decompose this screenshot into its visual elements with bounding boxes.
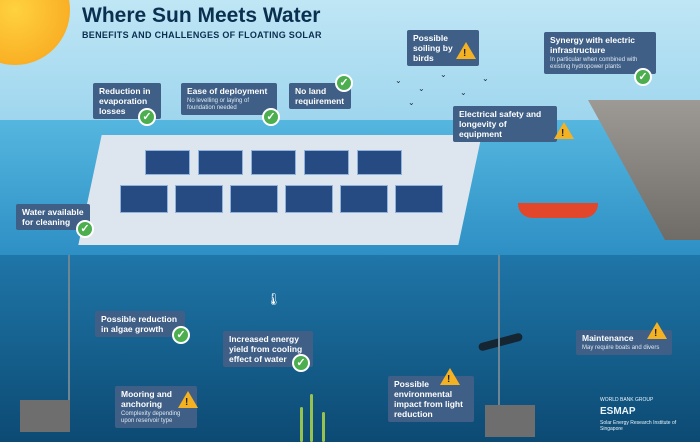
checkmark-icon: ✓ bbox=[292, 354, 310, 372]
card-description: May require boats and divers bbox=[582, 345, 660, 351]
solar-panel bbox=[175, 185, 223, 213]
card-description: No levelling or laying of foundation nee… bbox=[187, 98, 250, 111]
card-title: Possible environmental impact from light… bbox=[394, 379, 463, 419]
card-description: In particular when combined with existin… bbox=[550, 57, 638, 70]
card-title: Possible soiling by birds bbox=[413, 33, 453, 63]
card-title: Ease of deployment bbox=[187, 86, 268, 96]
maintenance-boat bbox=[518, 203, 598, 218]
card-title: Reduction in evaporation losses bbox=[99, 86, 151, 116]
checkmark-icon: ✓ bbox=[76, 220, 94, 238]
anchor-block bbox=[485, 405, 535, 437]
card-title: No land requirement bbox=[295, 86, 345, 106]
card-algae: Possible reduction in algae growth bbox=[95, 311, 185, 337]
page-subtitle: BENEFITS AND CHALLENGES OF FLOATING SOLA… bbox=[82, 30, 322, 40]
warning-icon: ! bbox=[456, 42, 476, 59]
card-environmental: Possible environmental impact from light… bbox=[388, 376, 474, 422]
solar-panel bbox=[304, 150, 349, 175]
seris-logo: Solar Energy Research Institute of Singa… bbox=[600, 420, 677, 432]
card-title: Increased energy yield from cooling effe… bbox=[229, 334, 303, 364]
card-title: Electrical safety and longevity of equip… bbox=[459, 109, 542, 139]
card-title: Possible reduction in algae growth bbox=[101, 314, 178, 334]
warning-icon: ! bbox=[554, 122, 574, 139]
solar-panel bbox=[395, 185, 443, 213]
card-synergy: Synergy with electric infrastructure In … bbox=[544, 32, 656, 74]
bird-icon: ⌄ bbox=[460, 88, 467, 97]
esmap-logo: ESMAP bbox=[600, 406, 636, 417]
card-deployment: Ease of deployment No levelling or layin… bbox=[181, 83, 277, 115]
warning-icon: ! bbox=[440, 368, 460, 385]
bird-icon: ⌄ bbox=[440, 70, 447, 79]
seaweed bbox=[322, 412, 325, 442]
card-title: Water available for cleaning bbox=[22, 207, 84, 227]
solar-panel bbox=[120, 185, 168, 213]
thermometer-icon: 🌡 bbox=[266, 292, 282, 306]
card-title: Synergy with electric infrastructure bbox=[550, 35, 636, 55]
solar-panel bbox=[357, 150, 402, 175]
anchor-block bbox=[20, 400, 70, 432]
solar-panel bbox=[251, 150, 296, 175]
warning-icon: ! bbox=[178, 391, 198, 408]
checkmark-icon: ✓ bbox=[335, 74, 353, 92]
bird-icon: ⌄ bbox=[395, 76, 402, 85]
bird-icon: ⌄ bbox=[418, 84, 425, 93]
checkmark-icon: ✓ bbox=[262, 108, 280, 126]
warning-icon: ! bbox=[647, 322, 667, 339]
seaweed bbox=[310, 394, 313, 442]
worldbank-logo: WORLD BANK GROUP bbox=[600, 397, 654, 403]
solar-panel bbox=[230, 185, 278, 213]
checkmark-icon: ✓ bbox=[634, 68, 652, 86]
solar-panel bbox=[145, 150, 190, 175]
mooring-line bbox=[498, 255, 500, 405]
checkmark-icon: ✓ bbox=[138, 108, 156, 126]
solar-panel bbox=[198, 150, 243, 175]
checkmark-icon: ✓ bbox=[172, 326, 190, 344]
solar-panel bbox=[340, 185, 388, 213]
solar-panel bbox=[285, 185, 333, 213]
page-title: Where Sun Meets Water bbox=[82, 4, 321, 27]
seaweed bbox=[300, 407, 303, 442]
sponsor-logos: WORLD BANK GROUP ESMAP Solar Energy Rese… bbox=[600, 397, 690, 432]
bird-icon: ⌄ bbox=[482, 74, 489, 83]
card-title: Maintenance bbox=[582, 333, 634, 343]
bird-icon: ⌄ bbox=[408, 98, 415, 107]
mooring-line bbox=[68, 255, 70, 400]
card-electrical: Electrical safety and longevity of equip… bbox=[453, 106, 557, 142]
card-description: Complexity depending upon reservoir type bbox=[121, 411, 181, 424]
card-title: Mooring and anchoring bbox=[121, 389, 172, 409]
